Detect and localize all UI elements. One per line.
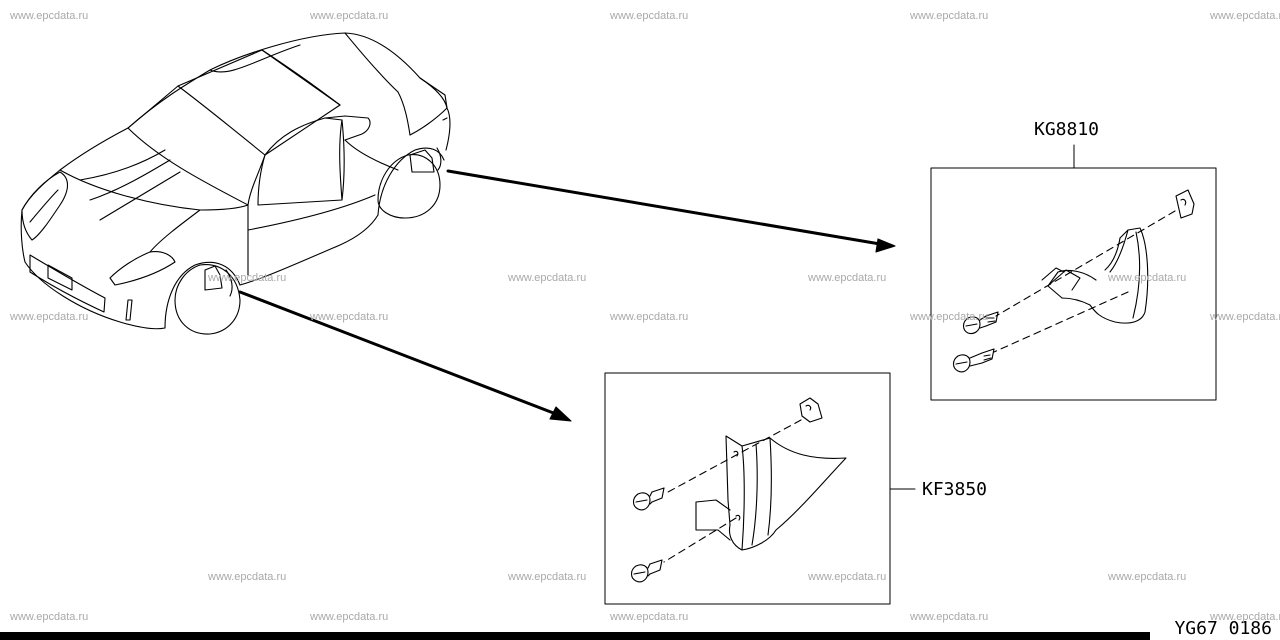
- watermark: www.epcdata.ru: [910, 311, 989, 323]
- diagram-code: YG67 0186: [1174, 618, 1272, 639]
- watermark: www.epcdata.ru: [508, 272, 587, 284]
- watermark: www.epcdata.ru: [808, 272, 887, 284]
- watermark: www.epcdata.ru: [808, 571, 887, 583]
- car-illustration: [20, 32, 451, 335]
- watermark: www.epcdata.ru: [610, 10, 689, 22]
- watermark: www.epcdata.ru: [1210, 611, 1280, 623]
- rear-part-callout: KG8810: [1034, 119, 1100, 140]
- watermark: www.epcdata.ru: [610, 311, 689, 323]
- watermark: www.epcdata.ru: [1210, 10, 1280, 22]
- watermark: www.epcdata.ru: [910, 611, 989, 623]
- watermark: www.epcdata.ru: [1210, 311, 1280, 323]
- watermark: www.epcdata.ru: [310, 611, 389, 623]
- arrow-rear: [446, 169, 896, 253]
- watermark: www.epcdata.ru: [10, 10, 89, 22]
- watermark: www.epcdata.ru: [208, 272, 287, 284]
- watermark: www.epcdata.ru: [10, 611, 89, 623]
- watermark: www.epcdata.ru: [310, 10, 389, 22]
- bottom-rule: [0, 632, 1150, 640]
- watermark: www.epcdata.ru: [910, 10, 989, 22]
- watermark: www.epcdata.ru: [310, 311, 389, 323]
- watermark: www.epcdata.ru: [208, 571, 287, 583]
- front-mud-guard-drawing: [630, 397, 847, 583]
- watermark: www.epcdata.ru: [1108, 272, 1187, 284]
- front-part-callout: KF3850: [922, 479, 988, 500]
- watermark: www.epcdata.ru: [610, 611, 689, 623]
- watermark: www.epcdata.ru: [1108, 571, 1187, 583]
- arrow-front: [238, 290, 572, 422]
- rear-mud-guard-drawing: [952, 189, 1195, 373]
- watermark: www.epcdata.ru: [10, 311, 89, 323]
- watermark: www.epcdata.ru: [508, 571, 587, 583]
